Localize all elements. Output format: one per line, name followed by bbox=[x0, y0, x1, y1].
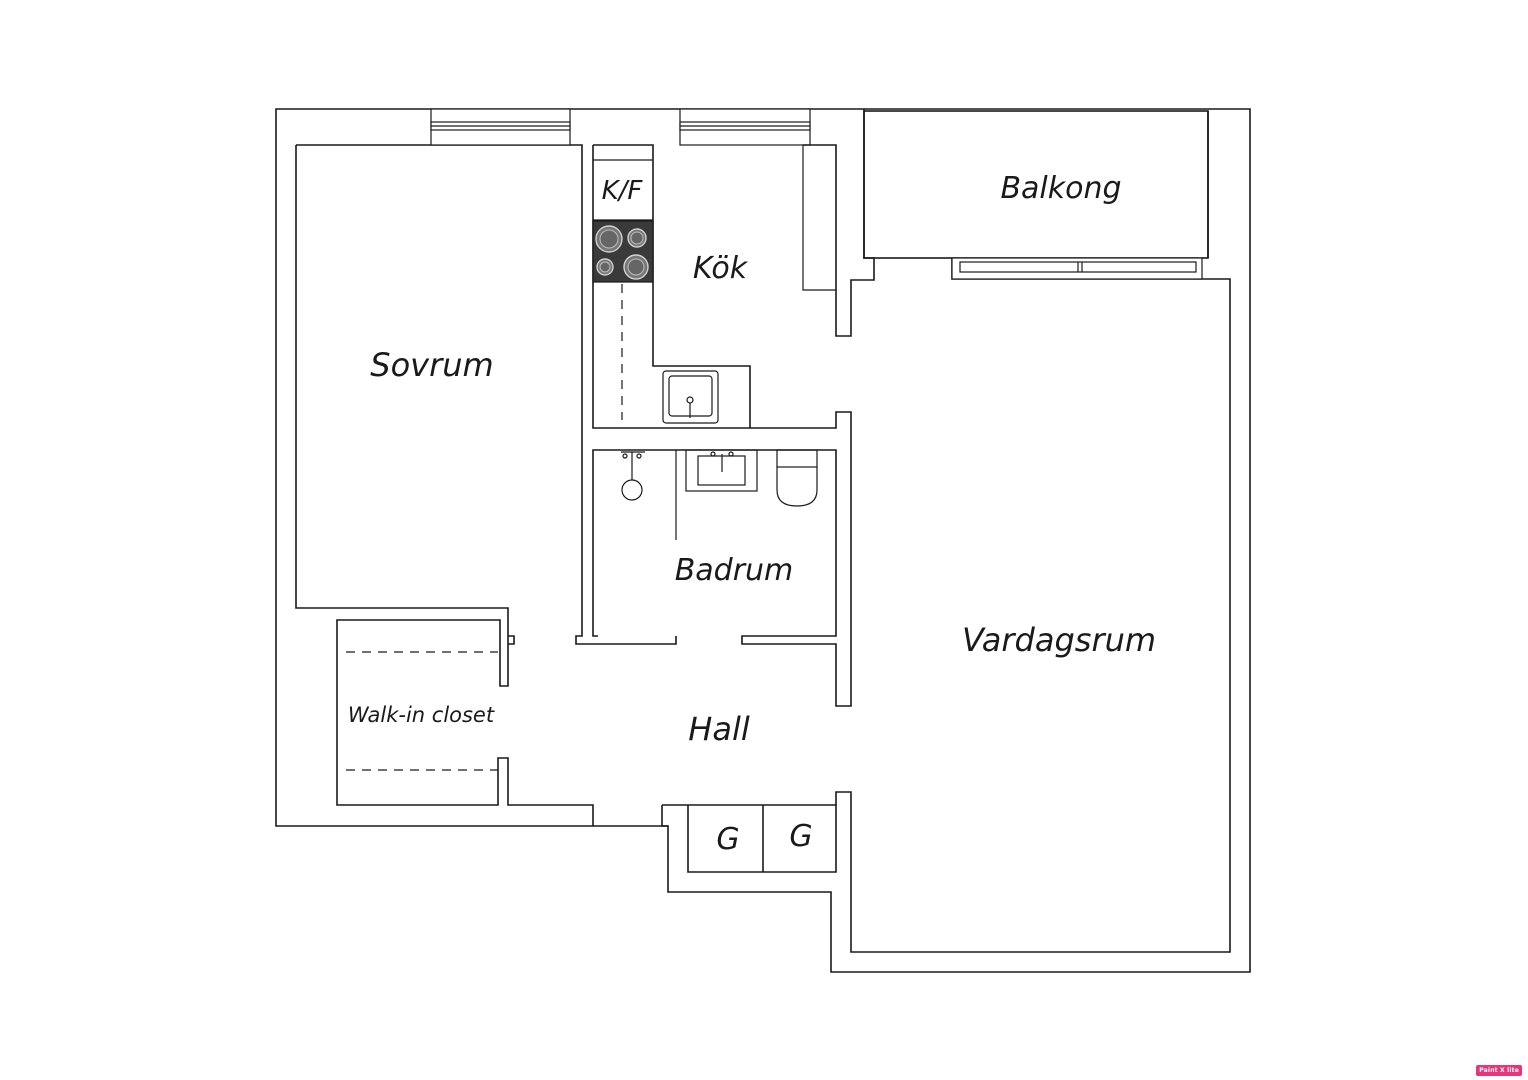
room-label-vardagsrum: Vardagsrum bbox=[962, 621, 1156, 659]
room-label-sovrum: Sovrum bbox=[370, 346, 493, 384]
hall-wardrobes bbox=[661, 804, 837, 873]
bathroom-sink-icon bbox=[685, 449, 758, 492]
watermark-badge: Paint X lite bbox=[1476, 1065, 1522, 1076]
room-label-kf: K/F bbox=[602, 176, 644, 206]
wardrobe-label-g1: G bbox=[716, 822, 739, 857]
room-label-hall: Hall bbox=[688, 710, 750, 748]
sovrum-window bbox=[430, 108, 571, 146]
kitchen-walls bbox=[592, 144, 852, 707]
room-label-walkin: Walk-in closet bbox=[348, 703, 495, 727]
stove-icon bbox=[592, 220, 654, 283]
bathroom-fixtures bbox=[621, 449, 818, 540]
sovrum-walls bbox=[295, 145, 594, 826]
room-label-balkong: Balkong bbox=[1000, 171, 1121, 206]
wardrobe-label-g2: G bbox=[789, 819, 812, 854]
room-label-badrum: Badrum bbox=[675, 553, 794, 588]
living-room-walls bbox=[835, 257, 1231, 953]
kitchen-sink-icon bbox=[662, 370, 719, 424]
kitchen-window bbox=[679, 108, 811, 146]
shower-icon bbox=[621, 451, 645, 501]
room-label-kok: Kök bbox=[693, 251, 749, 286]
outer-walls bbox=[275, 108, 1251, 973]
toilet-icon bbox=[776, 449, 818, 507]
